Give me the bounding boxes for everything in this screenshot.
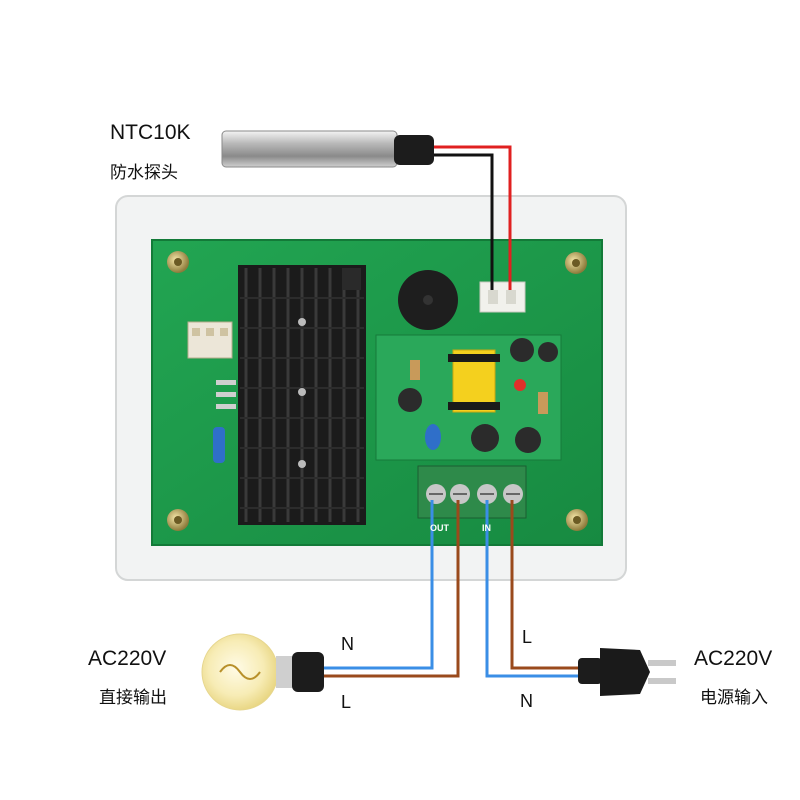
input-wires	[485, 500, 580, 678]
mounting-screw	[167, 251, 189, 273]
terminal-in-label: IN	[482, 523, 491, 533]
input-voltage-label: AC220V	[694, 647, 773, 670]
output-desc-label: 直接输出	[99, 688, 167, 707]
ntc-probe	[221, 130, 434, 168]
probe-cable	[430, 145, 512, 290]
probe-desc-label: 防水探头	[110, 163, 178, 182]
mounting-screw	[566, 509, 588, 531]
mounting-screw	[565, 252, 587, 274]
terminal-out-label: OUT	[430, 523, 449, 533]
output-wires	[322, 500, 460, 678]
capacitor	[213, 427, 225, 463]
power-plug	[578, 648, 676, 696]
pcb-board-edge	[151, 239, 603, 546]
input-wire-bottom-label: N	[520, 691, 533, 711]
input-desc-label: 电源输入	[700, 688, 768, 707]
output-wire-bottom-label: L	[341, 692, 352, 712]
relay-component	[187, 321, 233, 359]
output-voltage-label: AC220V	[88, 647, 167, 670]
input-wire-top-label: L	[522, 627, 533, 647]
light-bulb	[201, 633, 324, 711]
power-module	[375, 334, 562, 461]
terminal-block	[417, 465, 527, 519]
output-wire-top-label: N	[341, 634, 354, 654]
transistor-pins	[216, 380, 236, 409]
probe-connector	[479, 281, 526, 313]
buzzer	[398, 270, 458, 330]
mounting-screw	[167, 509, 189, 531]
probe-model-label: NTC10K	[110, 121, 191, 144]
heatsink	[238, 265, 366, 525]
